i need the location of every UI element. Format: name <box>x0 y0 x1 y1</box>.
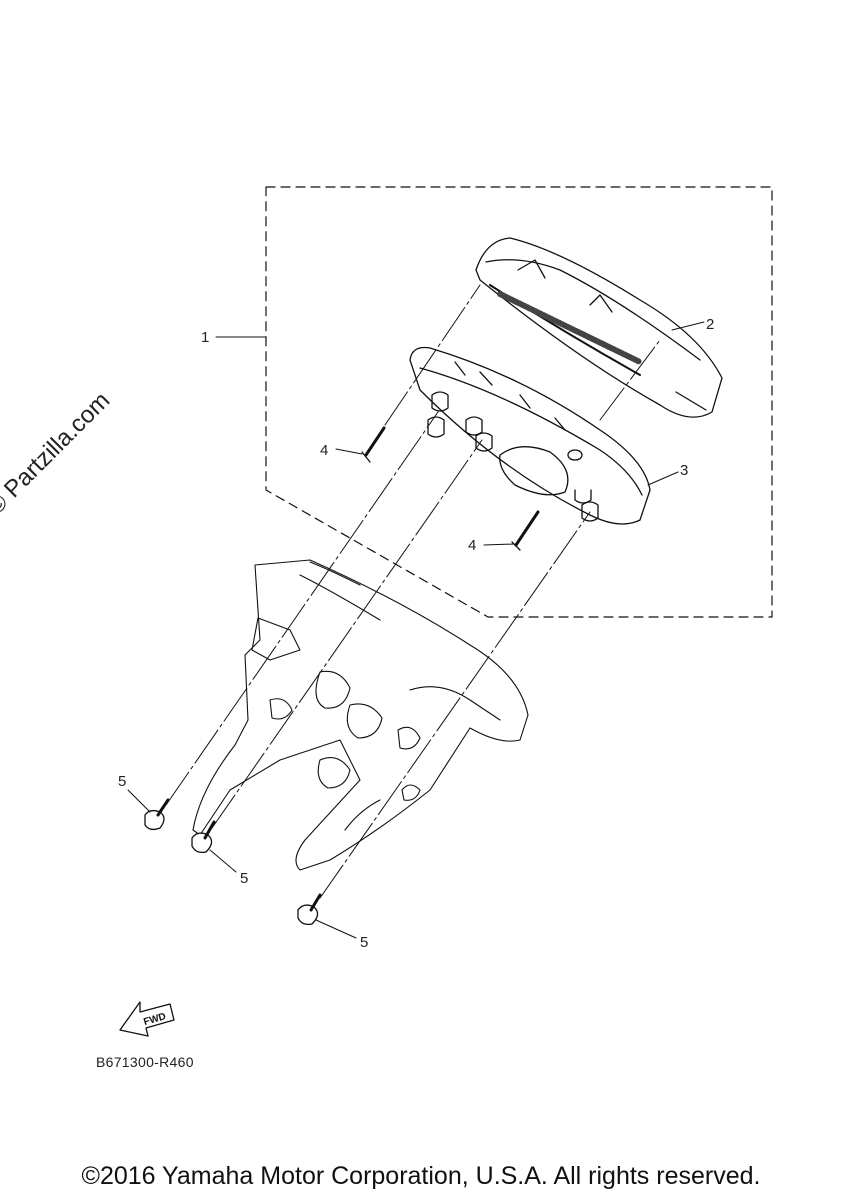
callout-5-a: 5 <box>118 773 126 790</box>
reference-code: B671300-R460 <box>96 1054 194 1070</box>
screw-part-lower <box>511 510 540 551</box>
callout-4-upper: 4 <box>320 442 328 459</box>
meter-bracket <box>192 559 529 871</box>
callout-4-lower: 4 <box>468 537 476 554</box>
callout-5-b: 5 <box>240 870 248 887</box>
assembly-boundary <box>265 186 773 618</box>
copyright-notice: ©2016 Yamaha Motor Corporation, U.S.A. A… <box>81 1162 761 1190</box>
leader-lines <box>127 321 705 939</box>
callout-5-c: 5 <box>360 934 368 951</box>
assembly-lines <box>165 284 661 899</box>
bolt-part-a <box>144 798 170 831</box>
meter-assembly-part <box>409 346 651 525</box>
meter-cover-part <box>475 237 723 418</box>
callout-2: 2 <box>706 316 714 333</box>
bolt-part-b <box>191 820 216 854</box>
callout-1: 1 <box>201 329 209 346</box>
screw-part-upper <box>361 426 386 463</box>
bolt-part-c <box>297 893 322 926</box>
fwd-arrow <box>119 1001 175 1037</box>
callout-3: 3 <box>680 462 688 479</box>
